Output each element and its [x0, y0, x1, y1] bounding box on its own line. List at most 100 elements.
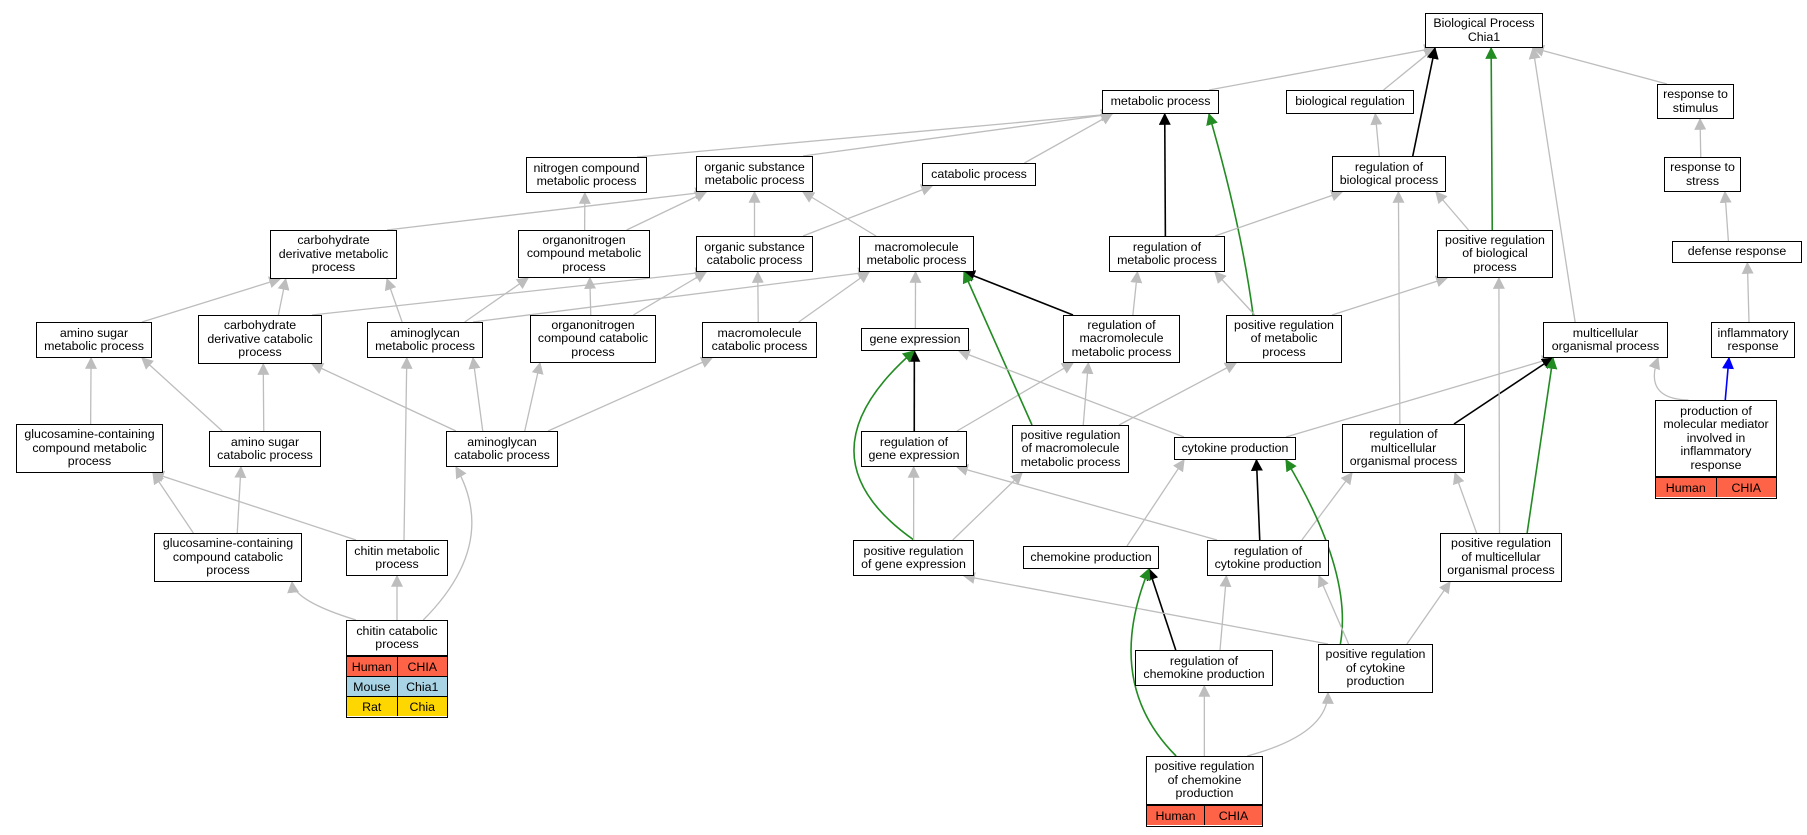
go-term-organonitrogen-compound-catabolic[interactable]: organonitrogen compound catabolic proces… [530, 315, 656, 363]
edge-gray-chemokine-production-to-cytokine-production [1126, 458, 1185, 547]
edge-gray-glucosamine-containing-catabolic-to-amino-sugar-catabolic [234, 465, 247, 534]
go-term-positive-regulation-of-metabolic[interactable]: positive regulation of metabolic process [1226, 315, 1342, 363]
go-term-chitin-catabolic[interactable]: chitin catabolic process [346, 620, 448, 656]
edge-gray-aminoglycan-metabolic-to-organonitrogen-compound-metabolic [464, 277, 529, 323]
edge-gray-cytokine-production-to-multicellular-organismal [1285, 355, 1555, 438]
species-cell: Rat [362, 699, 382, 714]
gene-cell: CHIA [396, 657, 448, 676]
edge-gray-chitin-metabolic-to-aminoglycan-metabolic [400, 356, 413, 541]
gene-row-rat: Rat Chia [347, 696, 447, 716]
go-term-glucosamine-containing-metabolic[interactable]: glucosamine-containing compound metaboli… [16, 424, 163, 473]
go-term-carbohydrate-derivative-catabolic[interactable]: carbohydrate derivative catabolic proces… [198, 315, 322, 364]
go-term-response-to-stimulus[interactable]: response to stimulus [1657, 84, 1734, 119]
go-term-regulation-of-macromolecule-metabolic[interactable]: regulation of macromolecule metabolic pr… [1063, 315, 1180, 363]
edge-gray-organonitrogen-compound-metabolic-to-organic-substance-metabolic [626, 191, 708, 231]
edge-black-regulation-of-cytokine-production-to-cytokine-production [1250, 458, 1263, 541]
edge-gray-aminoglycan-catabolic-to-aminoglycan-metabolic [468, 356, 484, 432]
go-term-biological-regulation[interactable]: biological regulation [1286, 90, 1414, 114]
gene-cell: Chia [396, 697, 448, 716]
edge-gray-glucosamine-containing-catabolic-to-glucosamine-containing-metabolic [152, 472, 194, 534]
go-term-organic-substance-metabolic[interactable]: organic substance metabolic process [696, 156, 813, 192]
go-term-inflammatory-response[interactable]: inflammatory response [1711, 322, 1795, 358]
go-term-regulation-of-gene-expression[interactable]: regulation of gene expression [861, 431, 967, 467]
edge-gray-positive-regulation-of-macromolecule-metabolic-to-regulation-of-macromolecule-metabolic [1081, 361, 1094, 426]
go-term-amino-sugar-catabolic[interactable]: amino sugar catabolic process [209, 431, 321, 467]
go-term-organonitrogen-compound-metabolic[interactable]: organonitrogen compound metabolic proces… [518, 230, 650, 278]
go-term-chitin-metabolic[interactable]: chitin metabolic process [346, 540, 448, 576]
edge-black-regulation-of-multicellular-to-multicellular-organismal [1453, 357, 1554, 425]
edge-black-regulation-of-metabolic-to-metabolic-process [1158, 112, 1171, 237]
edge-blue-production-of-molecular-mediator-to-inflammatory-response [1722, 356, 1734, 401]
edge-gray-catabolic-process-to-metabolic-process [1024, 113, 1114, 164]
go-term-nitrogen-compound-metabolic[interactable]: nitrogen compound metabolic process [526, 157, 647, 193]
edge-gray-aminoglycan-catabolic-to-carbohydrate-derivative-catabolic [310, 363, 457, 432]
go-term-multicellular-organismal[interactable]: multicellular organismal process [1543, 322, 1668, 358]
edge-gray-chitin-catabolic-to-glucosamine-containing-catabolic [287, 580, 357, 621]
go-term-catabolic-process[interactable]: catabolic process [922, 163, 1036, 186]
go-term-glucosamine-containing-catabolic[interactable]: glucosamine-containing compound cataboli… [154, 533, 302, 582]
gene-row-human: Human CHIA [347, 656, 447, 676]
edge-green-positive-regulation-of-multicellular-to-multicellular-organismal [1526, 356, 1558, 534]
edge-gray-organonitrogen-compound-catabolic-to-organonitrogen-compound-metabolic [584, 276, 597, 316]
edge-green-positive-regulation-of-cytokine-production-to-cytokine-production [1285, 458, 1344, 645]
edge-gray-regulation-of-cytokine-production-to-regulation-of-gene-expression [955, 464, 1218, 541]
edge-gray-response-to-stimulus-to-bp [1531, 45, 1668, 85]
go-term-organic-substance-catabolic[interactable]: organic substance catabolic process [696, 236, 813, 272]
gene-cell: Chia1 [396, 677, 448, 696]
edge-gray-cytokine-production-to-gene-expression [957, 349, 1185, 438]
edge-gray-regulation-of-gene-expression-to-regulation-of-macromolecule-metabolic [956, 362, 1075, 432]
go-term-cytokine-production[interactable]: cytokine production [1174, 437, 1296, 460]
edge-black-regulation-of-macromolecule-metabolic-to-macromolecule-metabolic [962, 270, 1074, 316]
go-term-defense-response[interactable]: defense response [1672, 241, 1802, 263]
edge-gray-chitin-metabolic-to-glucosamine-containing-metabolic [151, 470, 357, 541]
edge-gray-aminoglycan-catabolic-to-organonitrogen-compound-catabolic [524, 361, 544, 432]
go-term-positive-regulation-of-biological[interactable]: positive regulation of biological proces… [1437, 230, 1553, 278]
go-term-positive-regulation-of-macromolecule-metabolic[interactable]: positive regulation of macromolecule met… [1012, 425, 1129, 473]
edge-gray-macromolecule-metabolic-to-organic-substance-metabolic [801, 191, 877, 237]
edge-black-regulation-of-biological-process-to-bp [1411, 46, 1439, 157]
go-term-regulation-of-biological-process[interactable]: regulation of biological process [1332, 156, 1446, 192]
edge-gray-positive-regulation-of-biological-to-regulation-of-biological-process [1435, 191, 1469, 231]
edge-gray-regulation-of-cytokine-production-to-regulation-of-multicellular [1301, 472, 1353, 541]
go-term-regulation-of-multicellular[interactable]: regulation of multicellular organismal p… [1342, 424, 1465, 473]
go-term-bp[interactable]: Biological Process Chia1 [1425, 13, 1543, 48]
edge-gray-positive-regulation-of-cytokine-production-to-regulation-of-cytokine-production [1317, 574, 1350, 645]
go-term-response-to-stress[interactable]: response to stress [1664, 157, 1741, 192]
edge-gray-positive-regulation-of-chemokine-production-to-positive-regulation-of-cytokine-production [1247, 691, 1334, 757]
go-term-regulation-of-metabolic[interactable]: regulation of metabolic process [1109, 236, 1225, 272]
edge-gray-metabolic-process-to-bp [1208, 44, 1437, 91]
edge-green-positive-regulation-of-biological-to-bp [1485, 46, 1498, 231]
go-term-aminoglycan-catabolic[interactable]: aminoglycan catabolic process [446, 431, 558, 467]
go-term-aminoglycan-metabolic[interactable]: aminoglycan metabolic process [367, 322, 483, 358]
go-term-metabolic-process[interactable]: metabolic process [1102, 90, 1219, 114]
edge-gray-positive-regulation-of-macromolecule-metabolic-to-positive-regulation-of-metabolic [1118, 362, 1238, 426]
go-term-regulation-of-chemokine-production[interactable]: regulation of chemokine production [1135, 650, 1273, 686]
go-term-positive-regulation-of-multicellular[interactable]: positive regulation of multicellular org… [1440, 533, 1562, 582]
edge-green-positive-regulation-of-gene-expression-to-gene-expression [853, 350, 915, 541]
species-cell: Human [1155, 808, 1196, 823]
edge-gray-positive-regulation-of-metabolic-to-positive-regulation-of-biological [1331, 275, 1449, 316]
go-term-macromolecule-metabolic[interactable]: macromolecule metabolic process [859, 236, 974, 272]
gene-row-human: Human CHIA [1147, 805, 1262, 825]
edge-gray-aminoglycan-catabolic-to-macromolecule-catabolic [547, 356, 714, 432]
go-term-regulation-of-cytokine-production[interactable]: regulation of cytokine production [1207, 540, 1329, 576]
go-term-amino-sugar-metabolic[interactable]: amino sugar metabolic process [36, 322, 152, 358]
gene-cell: CHIA [1204, 806, 1262, 825]
edge-gray-organonitrogen-compound-catabolic-to-organic-substance-catabolic [633, 271, 708, 316]
edge-gray-positive-regulation-of-cytokine-production-to-positive-regulation-of-multicellular [1406, 581, 1451, 645]
go-term-gene-expression[interactable]: gene expression [861, 328, 969, 351]
go-term-positive-regulation-of-gene-expression[interactable]: positive regulation of gene expression [853, 540, 974, 576]
edge-gray-carbohydrate-derivative-catabolic-to-carbohydrate-derivative-metabolic [277, 277, 290, 316]
go-term-carbohydrate-derivative-metabolic[interactable]: carbohydrate derivative metabolic proces… [270, 230, 397, 279]
go-term-macromolecule-catabolic[interactable]: macromolecule catabolic process [702, 322, 817, 358]
go-term-chemokine-production[interactable]: chemokine production [1023, 546, 1159, 569]
go-term-production-of-molecular-mediator[interactable]: production of molecular mediator involve… [1655, 400, 1777, 477]
edge-gray-macromolecule-catabolic-to-organic-substance-catabolic [751, 270, 764, 323]
go-term-positive-regulation-of-cytokine-production[interactable]: positive regulation of cytokine producti… [1318, 644, 1433, 693]
edge-gray-macromolecule-catabolic-to-macromolecule-metabolic [798, 271, 870, 323]
species-cell: Human [351, 659, 392, 674]
edge-gray-positive-regulation-of-multicellular-to-regulation-of-multicellular [1453, 471, 1478, 534]
go-term-positive-regulation-of-chemokine-production[interactable]: positive regulation of chemokine product… [1146, 756, 1263, 805]
